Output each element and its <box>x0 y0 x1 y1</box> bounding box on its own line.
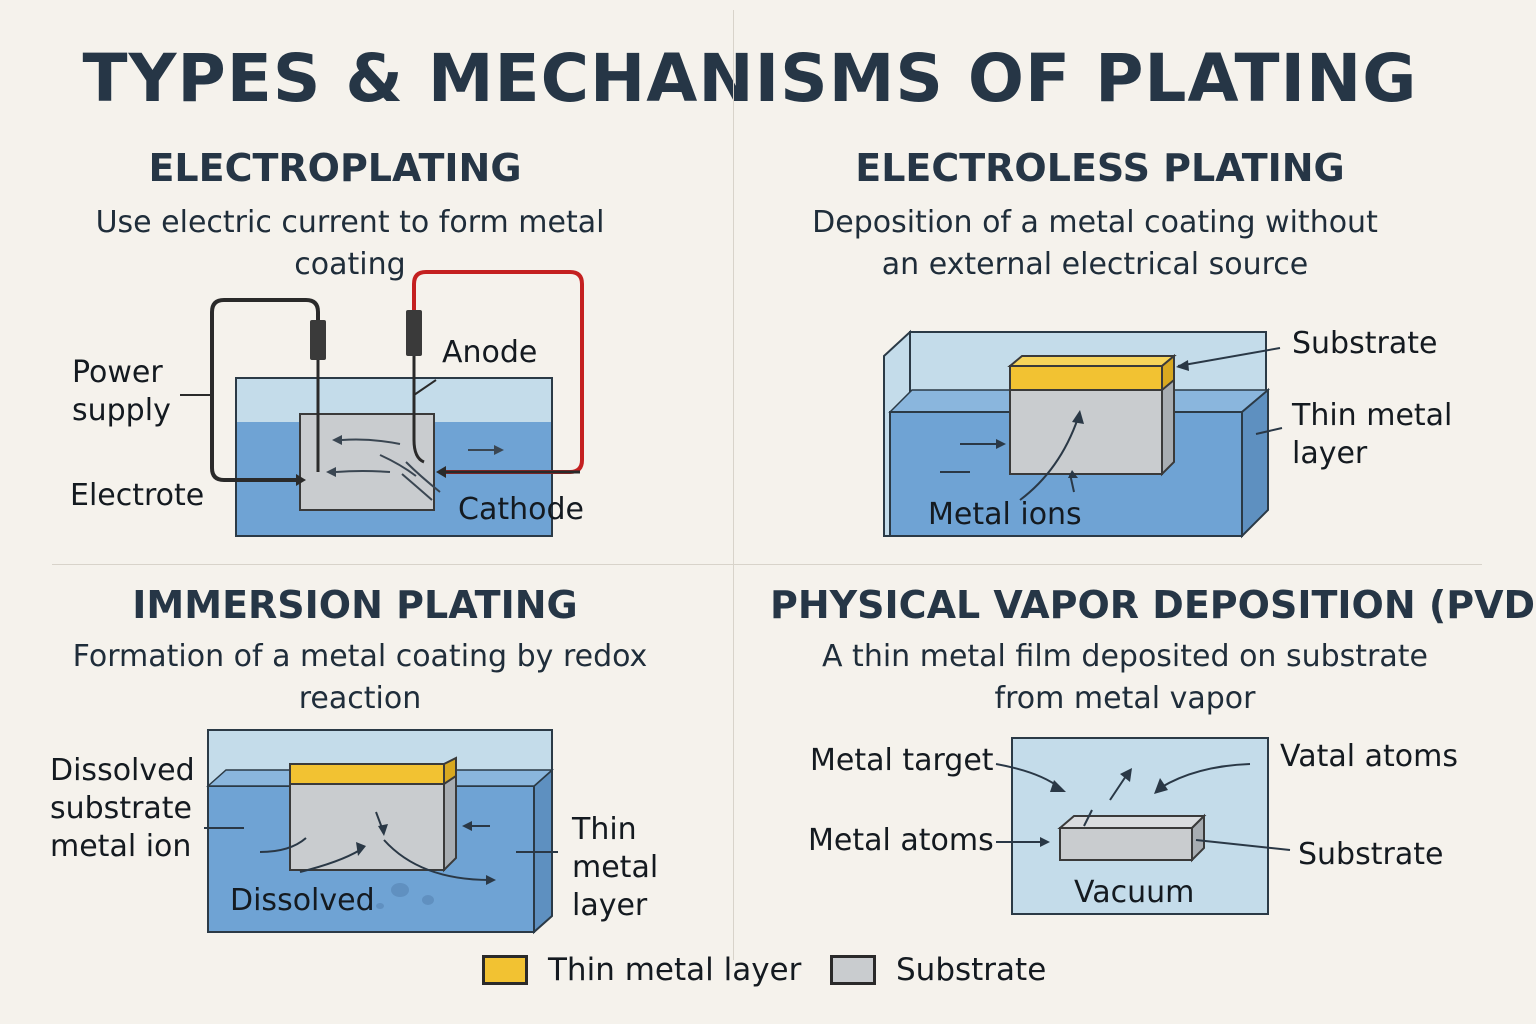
electrode-handle-left <box>310 320 326 360</box>
dissolved-substrate-line3: metal ion <box>50 829 192 864</box>
vacuum-label: Vacuum <box>1074 875 1195 910</box>
electroless-substrate-label: Substrate <box>1292 326 1438 361</box>
immersion-thin-line3: layer <box>572 888 648 923</box>
electroless-thin-metal-line2: layer <box>1292 436 1368 471</box>
cathode-block <box>299 413 435 511</box>
dissolved-substrate-line1: Dissolved <box>50 753 195 788</box>
electroless-description-line1: Deposition of a metal coating without <box>812 205 1378 240</box>
dissolved-substrate-line2: substrate <box>50 791 193 826</box>
cathode-label: Cathode <box>458 492 584 527</box>
immersion-thin-line2: metal <box>572 850 659 885</box>
legend-thin-metal: Thin metal layer <box>482 952 801 988</box>
pvd-description-line1: A thin metal film deposited on substrate <box>822 639 1428 674</box>
electrode-rod-right <box>412 356 425 464</box>
vertical-divider <box>733 10 734 960</box>
electrode-label: Electrote <box>70 478 205 513</box>
immersion-description: Formation of a metal coating by redox re… <box>50 636 670 720</box>
pvd-substrate <box>1059 827 1193 861</box>
immersion-title: IMMERSION PLATING <box>132 583 578 627</box>
metal-target-label: Metal target <box>810 743 994 778</box>
electroless-thin-layer <box>1009 365 1163 391</box>
dissolved-bottom-label: Dissolved <box>230 883 375 918</box>
dissolved-substrate-label: Dissolved substrate metal ion <box>50 752 195 866</box>
pvd-description-line2: from metal vapor <box>994 681 1256 716</box>
immersion-thin-line1: Thin <box>572 812 637 847</box>
metal-ions-label: Metal ions <box>928 497 1082 532</box>
electroless-thin-metal-line1: Thin metal <box>1292 398 1453 433</box>
electrode-handle-right <box>406 310 422 356</box>
electroless-substrate <box>1009 387 1163 475</box>
positive-lead <box>412 270 584 474</box>
metal-atoms-label: Metal atoms <box>808 823 994 858</box>
negative-lead <box>210 298 320 482</box>
immersion-description-line1: Formation of a metal coating by redox <box>72 639 648 674</box>
pvd-substrate-label: Substrate <box>1298 837 1444 872</box>
electroless-thin-metal-label: Thin metal layer <box>1292 397 1452 473</box>
electroplating-description-line2: coating <box>294 247 406 282</box>
electroless-description-line2: an external electrical source <box>881 247 1309 282</box>
page-title: TYPES & MECHANISMS OF PLATING <box>82 40 1418 117</box>
power-supply-label-line2: supply <box>72 393 171 428</box>
immersion-substrate <box>289 781 445 871</box>
anode-label: Anode <box>442 335 538 370</box>
horizontal-divider <box>52 564 1482 565</box>
legend-thin-metal-text: Thin metal layer <box>548 952 802 988</box>
pvd-description: A thin metal film deposited on substrate… <box>800 636 1450 720</box>
substrate-swatch <box>830 955 876 985</box>
immersion-thin-metal-label: Thin metal layer <box>572 811 658 925</box>
electroplating-description-line1: Use electric current to form metal <box>95 205 605 240</box>
power-supply-label-line1: Power <box>72 355 163 390</box>
legend-substrate: Substrate <box>830 952 1046 988</box>
pvd-title: PHYSICAL VAPOR DEPOSITION (PVD) <box>770 583 1536 627</box>
power-supply-label: Power supply <box>72 354 171 430</box>
vatal-atoms-label: Vatal atoms <box>1280 739 1458 774</box>
legend-substrate-text: Substrate <box>896 952 1047 988</box>
thin-metal-swatch <box>482 955 528 985</box>
electroless-title: ELECTROLESS PLATING <box>855 146 1345 190</box>
electroless-description: Deposition of a metal coating without an… <box>780 202 1410 286</box>
electroplating-title: ELECTROPLATING <box>148 146 522 190</box>
immersion-description-line2: reaction <box>298 681 422 716</box>
electroplating-description: Use electric current to form metal coati… <box>60 202 640 286</box>
